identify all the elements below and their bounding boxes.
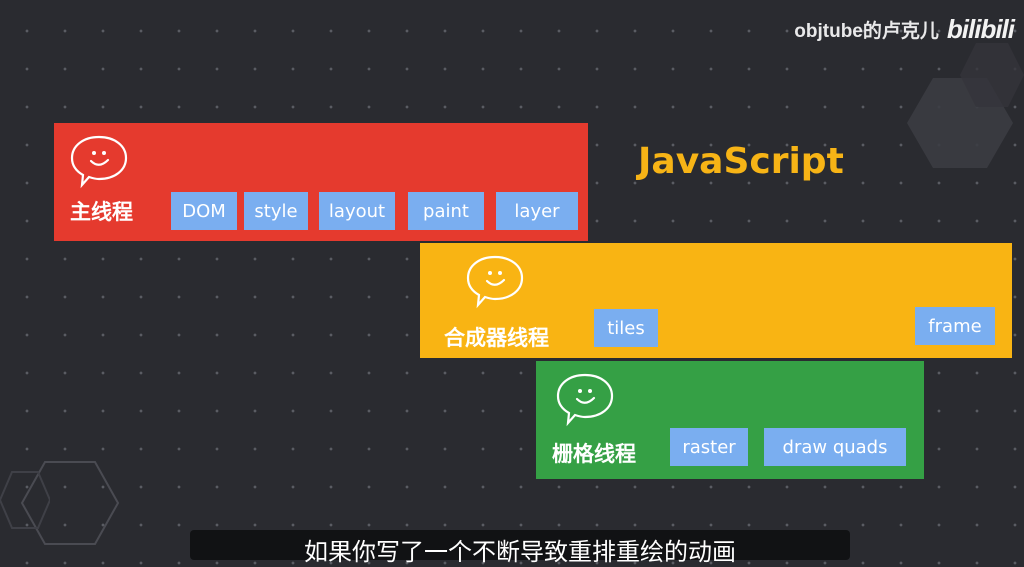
channel-name: objtube的卢克儿 bbox=[794, 21, 939, 42]
raster-thread-panel: 栅格线程 raster draw quads bbox=[536, 361, 924, 479]
hexagon-decoration bbox=[0, 471, 50, 529]
chip-raster: raster bbox=[670, 428, 748, 466]
chip-paint: paint bbox=[408, 192, 484, 230]
watermark: objtube的卢克儿 bilibili bbox=[794, 14, 1015, 45]
bilibili-logo: bilibili bbox=[946, 14, 1015, 44]
chip-layout: layout bbox=[319, 192, 395, 230]
smiley-speech-bubble-icon bbox=[70, 135, 128, 189]
subtitle-text: 如果你写了一个不断导致重排重绘的动画 bbox=[304, 538, 736, 566]
chip-dom: DOM bbox=[171, 192, 237, 230]
chip-layer: layer bbox=[496, 192, 578, 230]
compositor-thread-panel: 合成器线程 tiles frame bbox=[420, 243, 1012, 358]
javascript-label: JavaScript bbox=[638, 141, 844, 182]
smiley-speech-bubble-icon bbox=[556, 373, 614, 427]
chip-frame: frame bbox=[915, 307, 995, 345]
subtitle-bar: 如果你写了一个不断导致重排重绘的动画 bbox=[190, 530, 850, 566]
chip-draw-quads: draw quads bbox=[764, 428, 906, 466]
hexagon-decoration bbox=[960, 43, 1024, 107]
main-thread-label: 主线程 bbox=[70, 200, 133, 224]
raster-thread-label: 栅格线程 bbox=[552, 442, 636, 466]
chip-style: style bbox=[244, 192, 308, 230]
main-thread-panel: 主线程 DOM style layout paint layer bbox=[54, 123, 588, 241]
smiley-speech-bubble-icon bbox=[466, 255, 524, 309]
compositor-thread-label: 合成器线程 bbox=[444, 326, 549, 350]
chip-tiles: tiles bbox=[594, 309, 658, 347]
